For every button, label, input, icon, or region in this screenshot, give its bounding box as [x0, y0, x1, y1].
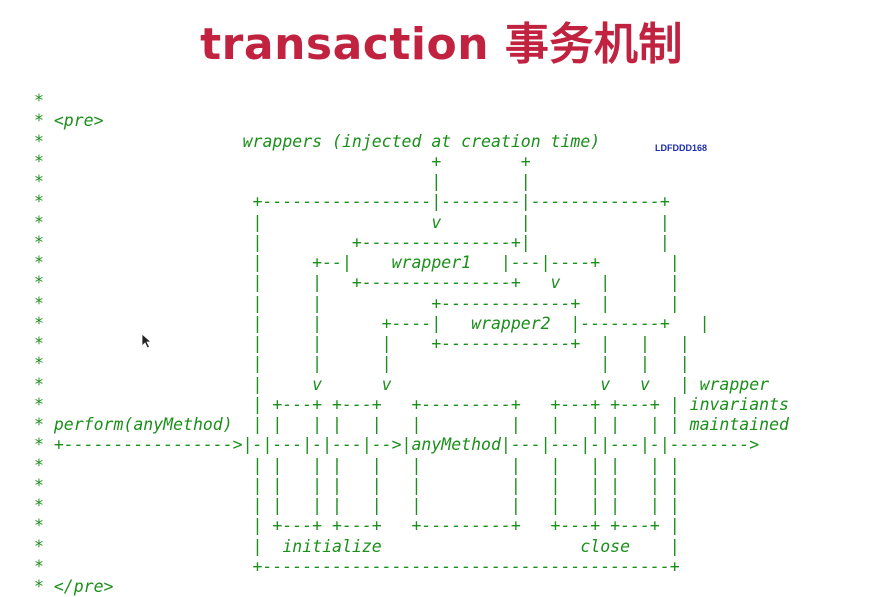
diagram-line: * +-----------------|--------|----------… — [34, 192, 670, 212]
diagram-line: * | | | | | | | | | | | | — [34, 475, 680, 495]
diagram-line: * | | — [34, 172, 531, 191]
diagram-line: * wrappers (injected at creation time) — [34, 131, 601, 151]
diagram-line: * <pre> — [34, 111, 104, 131]
diagram-line: * | initialize close | — [34, 536, 680, 556]
diagram-line: * +----------------->|-|---|-|---|-->|an… — [34, 435, 760, 455]
title-cjk: 事务机制 — [504, 19, 683, 70]
diagram-line: * | | +----| wrapper2 |--------+ | — [34, 313, 710, 333]
diagram-line: * — [34, 91, 44, 110]
diagram-line: * +-------------------------------------… — [34, 556, 680, 576]
diagram-line: * | | | | | | | | | | | | — [34, 496, 680, 515]
transaction-ascii-diagram: * * <pre> * wrappers (injected at creati… — [34, 91, 789, 597]
diagram-line: * | +---------------+| | — [34, 232, 670, 252]
diagram-line: * | +---+ +---+ +---------+ +---+ +---+ … — [34, 516, 680, 536]
diagram-line: * | +---+ +---+ +---------+ +---+ +---+ … — [34, 394, 789, 414]
page-title: transaction 事务机制 — [0, 18, 883, 72]
mouse-cursor-icon — [141, 333, 153, 349]
diagram-line: * perform(anyMethod) | | | | | | | | | |… — [34, 415, 789, 434]
diagram-line: * | | +---------------+ v | | — [34, 273, 680, 293]
diagram-line: * | | +-------------+ | | — [34, 293, 680, 313]
diagram-line: * | +--| wrapper1 |---|----+ | — [34, 253, 680, 272]
diagram-line: * | v | | — [34, 212, 670, 232]
diagram-line: * | v v v v | wrapper — [34, 374, 770, 394]
diagram-line: * </pre> — [34, 577, 114, 596]
diagram-line: * + + — [34, 151, 531, 171]
watermark-text: LDFDDD168 — [655, 143, 708, 153]
title-latin: transaction — [200, 19, 490, 70]
diagram-line: * | | | | | | | | | | | | — [34, 455, 680, 475]
diagram-line: * | | | | | | — [34, 354, 690, 374]
diagram-line: * | | | +-------------+ | | | — [34, 334, 690, 353]
